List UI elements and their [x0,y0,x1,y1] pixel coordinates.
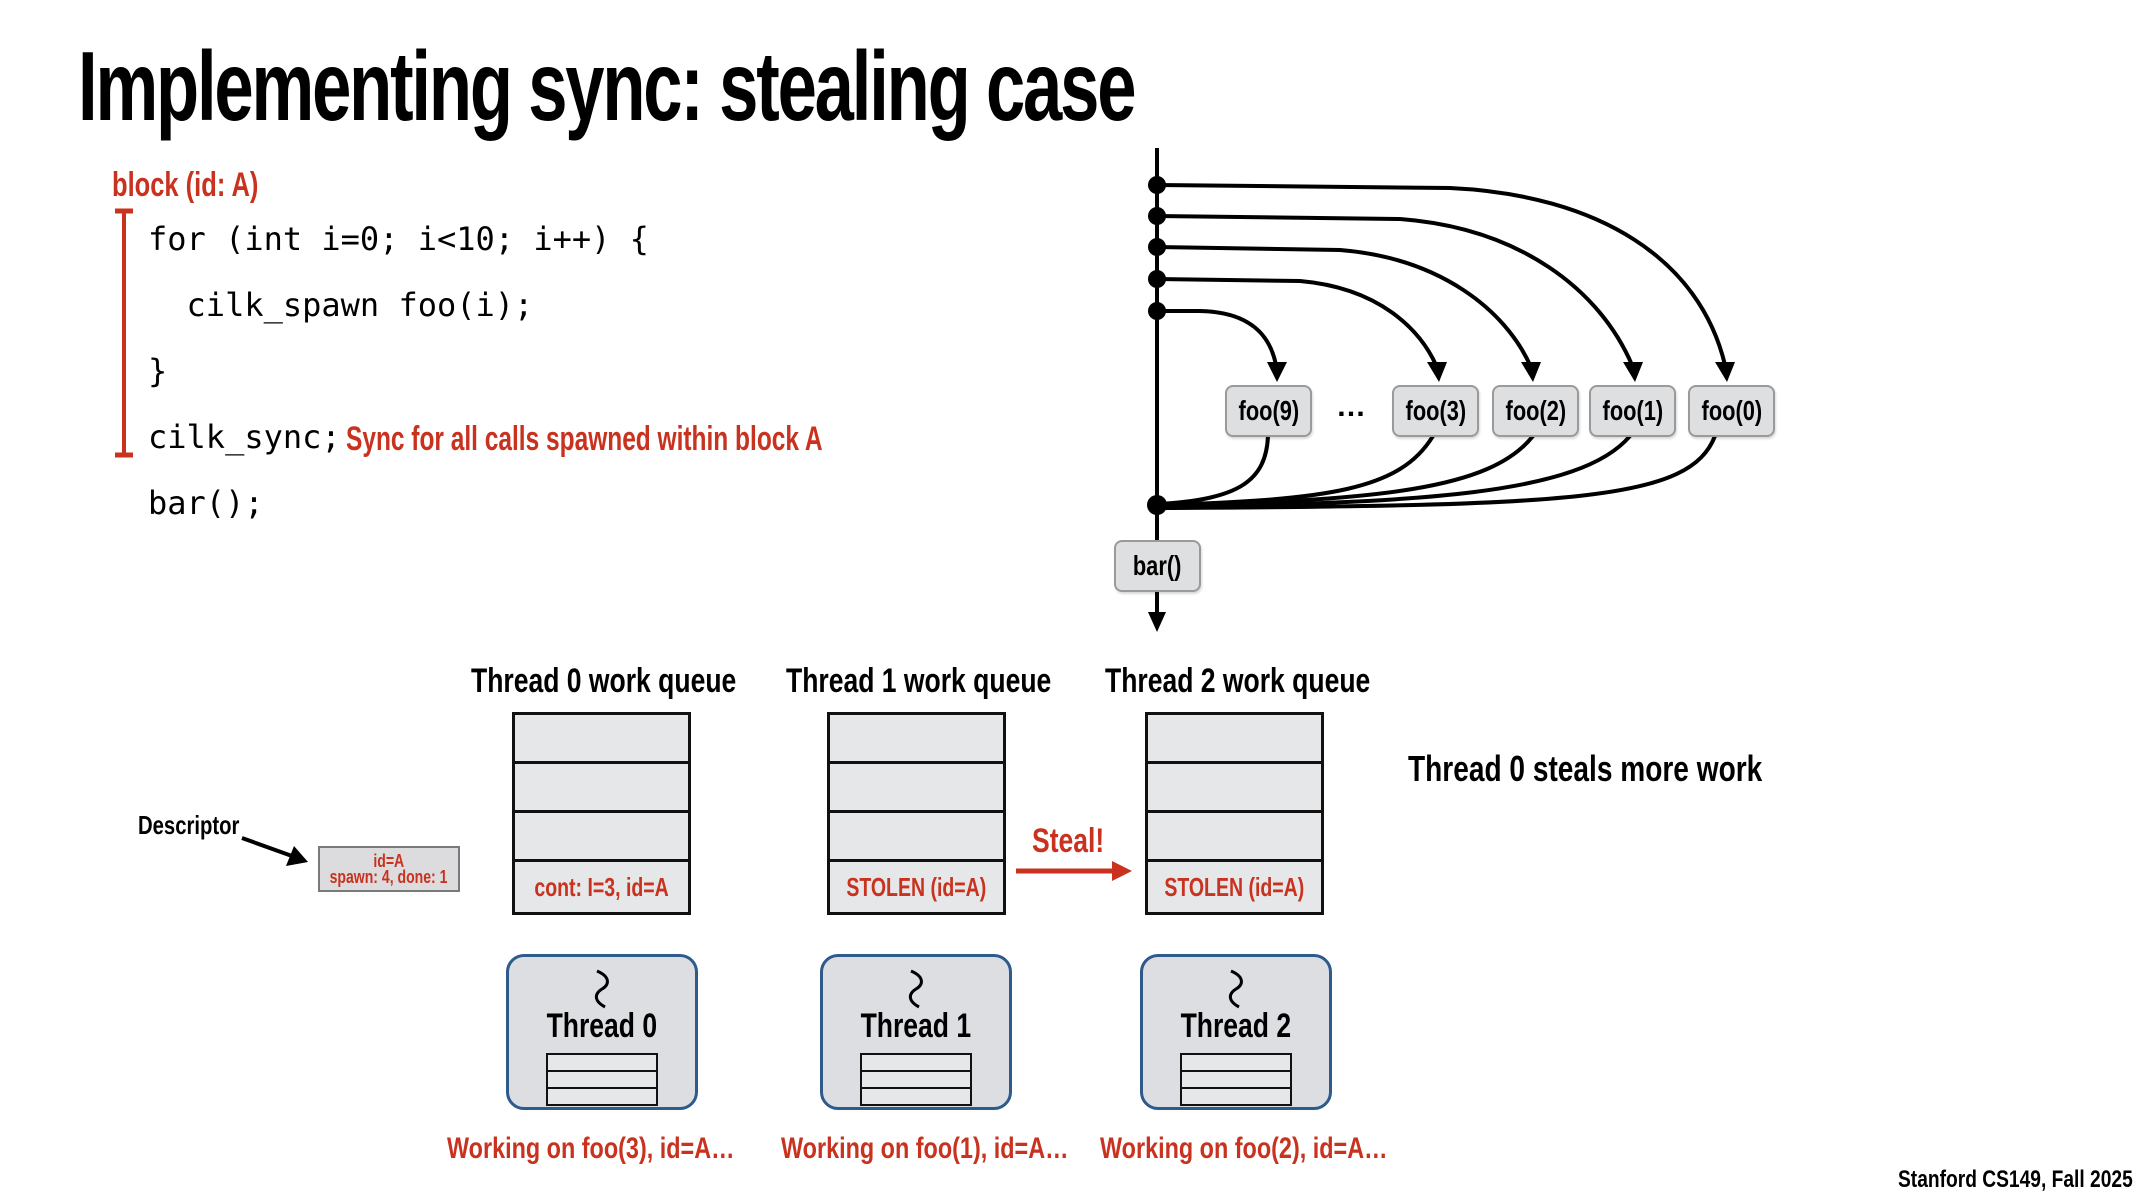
thread-mini-queue-icon [1180,1053,1292,1106]
descriptor-box: id=A spawn: 4, done: 1 [318,846,460,892]
spawn-edge-foo3 [1156,277,1438,366]
block-label: block (id: A) [112,166,259,204]
queue-title-2: Thread 2 work queue [1105,662,1371,700]
thread-squiggle-icon [594,969,609,1009]
queue-title-1: Thread 1 work queue [786,662,1052,700]
work-queue-0: cont: I=3, id=A [512,712,691,915]
queue-entry: cont: I=3, id=A [534,871,669,902]
queue-entry: STOLEN (id=A) [1164,871,1305,902]
descriptor-id: id=A [373,851,405,871]
thread-squiggle-icon [908,969,923,1009]
call-box-foo9: foo(9) [1225,385,1312,437]
queue-slot: cont: I=3, id=A [515,862,688,912]
thread-box-0: Thread 0 [506,954,698,1110]
call-label: foo(9) [1238,395,1299,426]
work-queue-2: STOLEN (id=A) [1145,712,1324,915]
work-queue-1: STOLEN (id=A) [827,712,1006,915]
call-label: foo(3) [1405,395,1466,426]
thread-name-text: Thread 2 [1180,1007,1292,1045]
thread-2-status: Working on foo(2), id=A… [1100,1132,1388,1165]
queue-slot [830,764,1003,813]
join-edge-foo2 [1156,434,1535,508]
thread-mini-queue-icon [546,1053,658,1106]
code-line-close-brace: } [148,352,168,390]
queue-slot [1148,813,1321,862]
queue-slot [830,813,1003,862]
status-note: Thread 0 steals more work [1408,748,1763,789]
code-line-sync: cilk_sync; [148,418,341,456]
arrowhead-foo0 [1715,362,1735,382]
queue-slot: STOLEN (id=A) [1148,862,1321,912]
arrowhead-foo9 [1267,362,1287,382]
queue-slot [515,715,688,764]
thread-mini-queue-icon [860,1053,972,1106]
thread-name-text: Thread 1 [860,1007,972,1045]
spawn-edge-foo0 [1156,183,1727,366]
queue-slot [830,715,1003,764]
thread-name: Thread 2 [1143,1007,1329,1046]
thread-0-status: Working on foo(3), id=A… [447,1132,735,1165]
code-line-for: for (int i=0; i<10; i++) { [148,220,649,258]
thread-box-2: Thread 2 [1140,954,1332,1110]
footer-credit: Stanford CS149, Fall 2025 [1898,1166,2133,1193]
call-label: foo(1) [1602,395,1663,426]
code-line-spawn: cilk_spawn foo(i); [148,286,534,324]
spawn-dot-2 [1148,238,1166,256]
call-box-foo2: foo(2) [1492,385,1579,437]
ellipsis: … [1336,390,1366,423]
spawn-edge-foo2 [1156,245,1532,366]
dag-end-arrow [1148,612,1166,632]
queue-slot [1148,764,1321,813]
arrowhead-foo3 [1427,362,1447,382]
call-label: foo(0) [1701,395,1762,426]
sync-dot [1147,495,1167,515]
descriptor-counts: spawn: 4, done: 1 [330,867,448,887]
queue-title-0: Thread 0 work queue [471,662,737,700]
arrowhead-foo2 [1521,362,1541,382]
thread-1-status: Working on foo(1), id=A… [781,1132,1069,1165]
call-label: bar() [1133,550,1182,581]
join-edge-foo9 [1156,435,1270,506]
call-box-bar: bar() [1114,540,1201,592]
queue-slot [515,764,688,813]
thread-squiggle-icon [1228,969,1243,1009]
spawn-dot-3 [1148,270,1166,288]
join-edge-foo0 [1156,435,1717,510]
thread-name-text: Thread 0 [546,1007,658,1045]
thread-box-1: Thread 1 [820,954,1012,1110]
queue-entry: STOLEN (id=A) [846,871,987,902]
spawn-dot-1 [1148,207,1166,225]
spawn-edge-foo1 [1156,214,1634,366]
steal-label: Steal! [1032,822,1105,860]
call-box-foo1: foo(1) [1589,385,1676,437]
call-label: foo(2) [1505,395,1566,426]
code-line-bar: bar(); [148,484,264,522]
thread-name: Thread 0 [509,1007,695,1046]
queue-slot [515,813,688,862]
spawn-dot-4 [1148,302,1166,320]
spawn-dot-0 [1148,176,1166,194]
sync-note: Sync for all calls spawned within block … [346,420,823,458]
call-box-foo0: foo(0) [1688,385,1775,437]
queue-slot: STOLEN (id=A) [830,862,1003,912]
spawn-edge-foo9 [1157,309,1278,366]
thread-name: Thread 1 [823,1007,1009,1046]
queue-slot [1148,715,1321,764]
join-edge-foo1 [1156,434,1632,509]
call-box-foo3: foo(3) [1392,385,1479,437]
descriptor-label: Descriptor [138,810,240,840]
arrowhead-foo1 [1623,362,1643,382]
slide-title: Implementing sync: stealing case [78,31,1136,141]
